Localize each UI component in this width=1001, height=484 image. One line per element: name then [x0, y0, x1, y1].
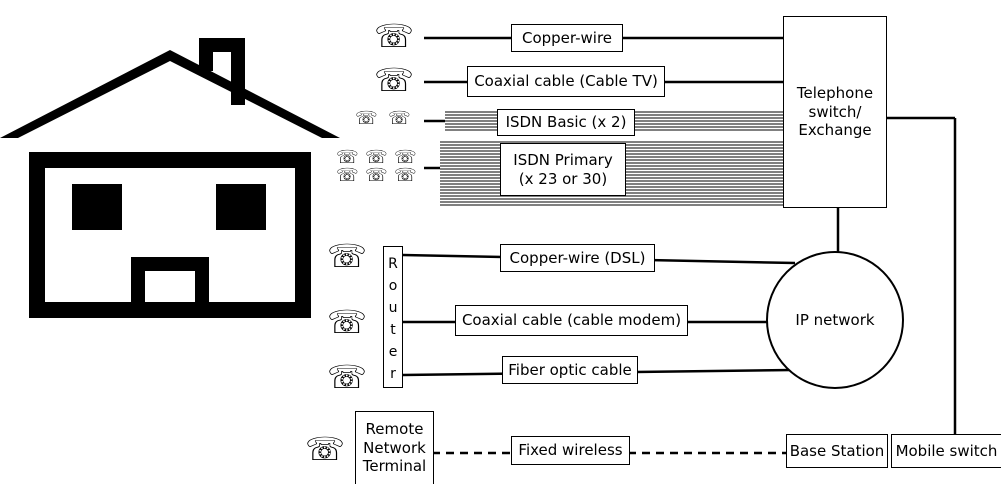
telephone-icon: ☏ — [327, 237, 368, 275]
telephone-icon: ☏ — [305, 430, 346, 468]
router-letter: t — [390, 322, 396, 338]
telephone-icon: ☏ — [388, 108, 411, 129]
ip-network-label: IP network — [795, 311, 875, 329]
telephone-icon: ☏ — [355, 108, 378, 129]
isdn-basic-label: ISDN Basic (x 2) — [497, 109, 635, 136]
router-letter: r — [390, 366, 396, 382]
telephone-icon: ☏ — [394, 147, 417, 168]
router-letter: e — [388, 344, 398, 360]
remote-network-terminal-box: Remote Network Terminal — [355, 411, 434, 484]
telephone-icon: ☏ — [374, 17, 415, 55]
router-box: R o u t e r — [383, 246, 403, 388]
fixed-wireless-label: Fixed wireless — [511, 436, 630, 465]
router-letter: o — [388, 278, 398, 294]
telephone-icon: ☏ — [327, 303, 368, 341]
base-station-box: Base Station — [786, 434, 888, 468]
copper-wire-dsl-label: Copper-wire (DSL) — [500, 244, 655, 272]
coaxial-cable-modem-label: Coaxial cable (cable modem) — [455, 305, 688, 336]
telephone-icon: ☏ — [374, 61, 415, 99]
house-icon — [0, 38, 340, 318]
isdn-primary-label: ISDN Primary (x 23 or 30) — [500, 143, 626, 196]
telephone-icon: ☏ — [327, 358, 368, 396]
router-letter: R — [388, 256, 398, 272]
mobile-switch-box: Mobile switch — [891, 434, 1001, 468]
telephone-icon: ☏ — [365, 165, 388, 186]
telephone-icon: ☏ — [336, 147, 359, 168]
copper-wire-label: Copper-wire — [511, 24, 623, 52]
telephone-icon: ☏ — [336, 165, 359, 186]
ip-network-node: IP network — [766, 251, 904, 389]
telephone-icon: ☏ — [365, 147, 388, 168]
telephone-switch-box: Telephone switch/ Exchange — [783, 16, 887, 208]
telephone-icon: ☏ — [394, 165, 417, 186]
fiber-optic-cable-label: Fiber optic cable — [502, 356, 638, 384]
router-letter: u — [388, 300, 398, 316]
coaxial-cable-tv-label: Coaxial cable (Cable TV) — [467, 66, 665, 97]
